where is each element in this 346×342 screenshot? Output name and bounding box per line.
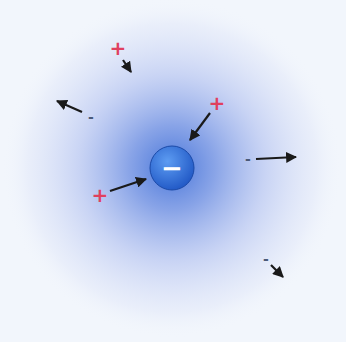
force-arrow [256,157,296,159]
force-arrow [57,101,82,112]
negative-charge: − [149,145,195,191]
positive-charge: + [92,185,109,205]
positive-charge: + [110,38,127,58]
force-arrow [123,60,131,72]
force-arrow [110,179,146,191]
negative-charge-small: - [88,110,94,124]
force-arrow [190,113,210,140]
charge-sign: − [149,145,195,191]
negative-charge-small: - [245,152,251,166]
positive-charge: + [209,93,226,113]
force-arrow [271,265,283,277]
negative-charge-small: - [263,252,269,266]
